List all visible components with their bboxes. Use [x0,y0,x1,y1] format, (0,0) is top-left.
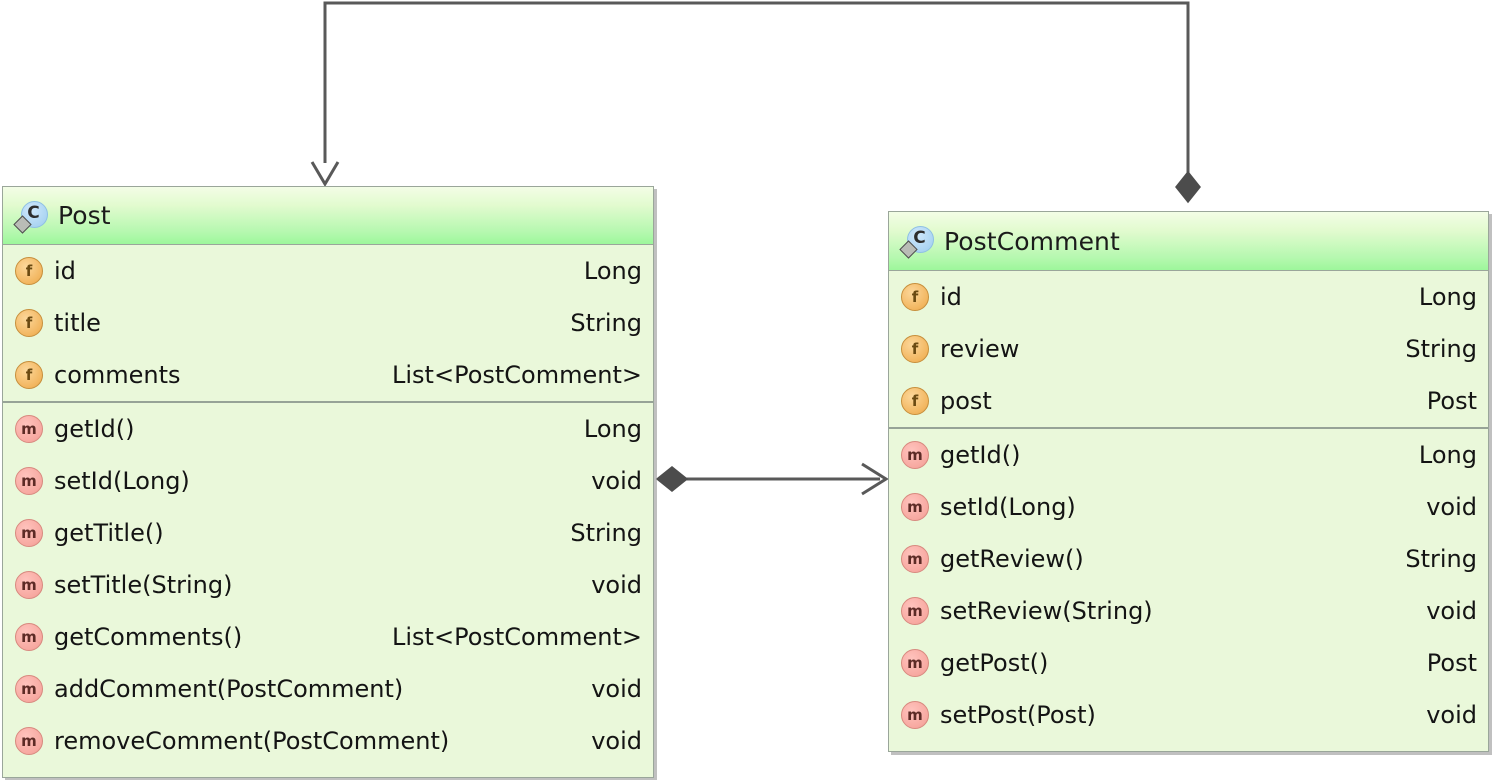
method-icon: m [15,675,43,703]
method-icon: m [15,571,43,599]
method-icon: m [15,415,43,443]
field-icon: f [901,335,929,363]
method-name: removeComment(PostComment) [54,727,450,755]
method-return-type: void [1426,493,1477,521]
field-row[interactable]: f id Long [889,271,1488,323]
method-return-type: void [591,571,642,599]
method-icon: m [15,519,43,547]
method-icon: m [901,441,929,469]
method-icon: m [901,649,929,677]
methods-section-post: m getId() Long m setId(Long) void m getT… [3,401,653,767]
method-return-type: String [570,519,642,547]
relation-post-to-postcomment[interactable] [655,462,889,496]
method-icon: m [901,701,929,729]
field-type: String [1405,335,1477,363]
method-return-type: List<PostComment> [392,623,642,651]
field-type: Long [1418,283,1477,311]
method-name: addComment(PostComment) [54,675,404,703]
method-row[interactable]: m setPost(Post) void [889,689,1488,741]
uml-class-postcomment[interactable]: C PostComment f id Long f review String … [888,211,1489,752]
field-row[interactable]: f post Post [889,375,1488,427]
method-row[interactable]: m getPost() Post [889,637,1488,689]
class-icon: C [13,200,48,234]
field-name: id [940,283,962,311]
field-icon: f [901,283,929,311]
method-icon: m [15,727,43,755]
method-icon: m [901,597,929,625]
method-row[interactable]: m getComments() List<PostComment> [3,611,653,663]
class-name-post: Post [58,201,111,230]
method-return-type: void [591,675,642,703]
method-row[interactable]: m setId(Long) void [3,455,653,507]
method-row[interactable]: m removeComment(PostComment) void [3,715,653,767]
field-name: title [54,309,101,337]
method-return-type: void [591,467,642,495]
method-name: setId(Long) [54,467,190,495]
field-row[interactable]: f comments List<PostComment> [3,349,653,401]
method-name: getId() [940,441,1021,469]
method-row[interactable]: m getReview() String [889,533,1488,585]
field-row[interactable]: f review String [889,323,1488,375]
field-name: review [940,335,1020,363]
method-return-type: String [1405,545,1477,573]
method-row[interactable]: m setId(Long) void [889,481,1488,533]
fields-section-postcomment: f id Long f review String f post Post [889,271,1488,427]
field-icon: f [901,387,929,415]
field-icon: f [15,361,43,389]
method-icon: m [15,623,43,651]
method-row[interactable]: m getId() Long [3,403,653,455]
method-row[interactable]: m getId() Long [889,429,1488,481]
methods-section-postcomment: m getId() Long m setId(Long) void m getR… [889,427,1488,741]
field-row[interactable]: f title String [3,297,653,349]
class-header-postcomment[interactable]: C PostComment [889,212,1488,271]
uml-class-post[interactable]: C Post f id Long f title String f commen… [2,186,654,778]
method-name: setId(Long) [940,493,1076,521]
field-name: comments [54,361,181,389]
class-icon: C [899,225,934,259]
method-return-type: void [1426,597,1477,625]
method-icon: m [901,545,929,573]
method-return-type: Long [583,415,642,443]
composition-diamond-postcomment [1175,170,1201,204]
fields-section-post: f id Long f title String f comments List… [3,245,653,401]
class-header-post[interactable]: C Post [3,187,653,245]
field-icon: f [15,257,43,285]
method-name: getId() [54,415,135,443]
method-return-type: void [591,727,642,755]
open-arrowhead-postcomment [861,462,889,496]
method-name: setPost(Post) [940,701,1096,729]
composition-diamond-post [655,466,689,492]
method-return-type: Long [1418,441,1477,469]
method-name: getPost() [940,649,1049,677]
method-name: getReview() [940,545,1084,573]
method-name: getComments() [54,623,243,651]
method-row[interactable]: m getTitle() String [3,507,653,559]
method-return-type: void [1426,701,1477,729]
method-row[interactable]: m setReview(String) void [889,585,1488,637]
field-icon: f [15,309,43,337]
relation-postcomment-to-post[interactable] [310,1,1201,204]
field-type: Long [583,257,642,285]
open-arrowhead-post [310,161,340,187]
method-row[interactable]: m addComment(PostComment) void [3,663,653,715]
field-name: post [940,387,992,415]
method-icon: m [901,493,929,521]
field-type: String [570,309,642,337]
method-icon: m [15,467,43,495]
method-row[interactable]: m setTitle(String) void [3,559,653,611]
method-name: getTitle() [54,519,164,547]
field-row[interactable]: f id Long [3,245,653,297]
field-name: id [54,257,76,285]
method-name: setTitle(String) [54,571,233,599]
field-type: List<PostComment> [392,361,642,389]
method-name: setReview(String) [940,597,1153,625]
class-name-postcomment: PostComment [944,226,1120,256]
method-return-type: Post [1426,649,1477,677]
field-type: Post [1426,387,1477,415]
